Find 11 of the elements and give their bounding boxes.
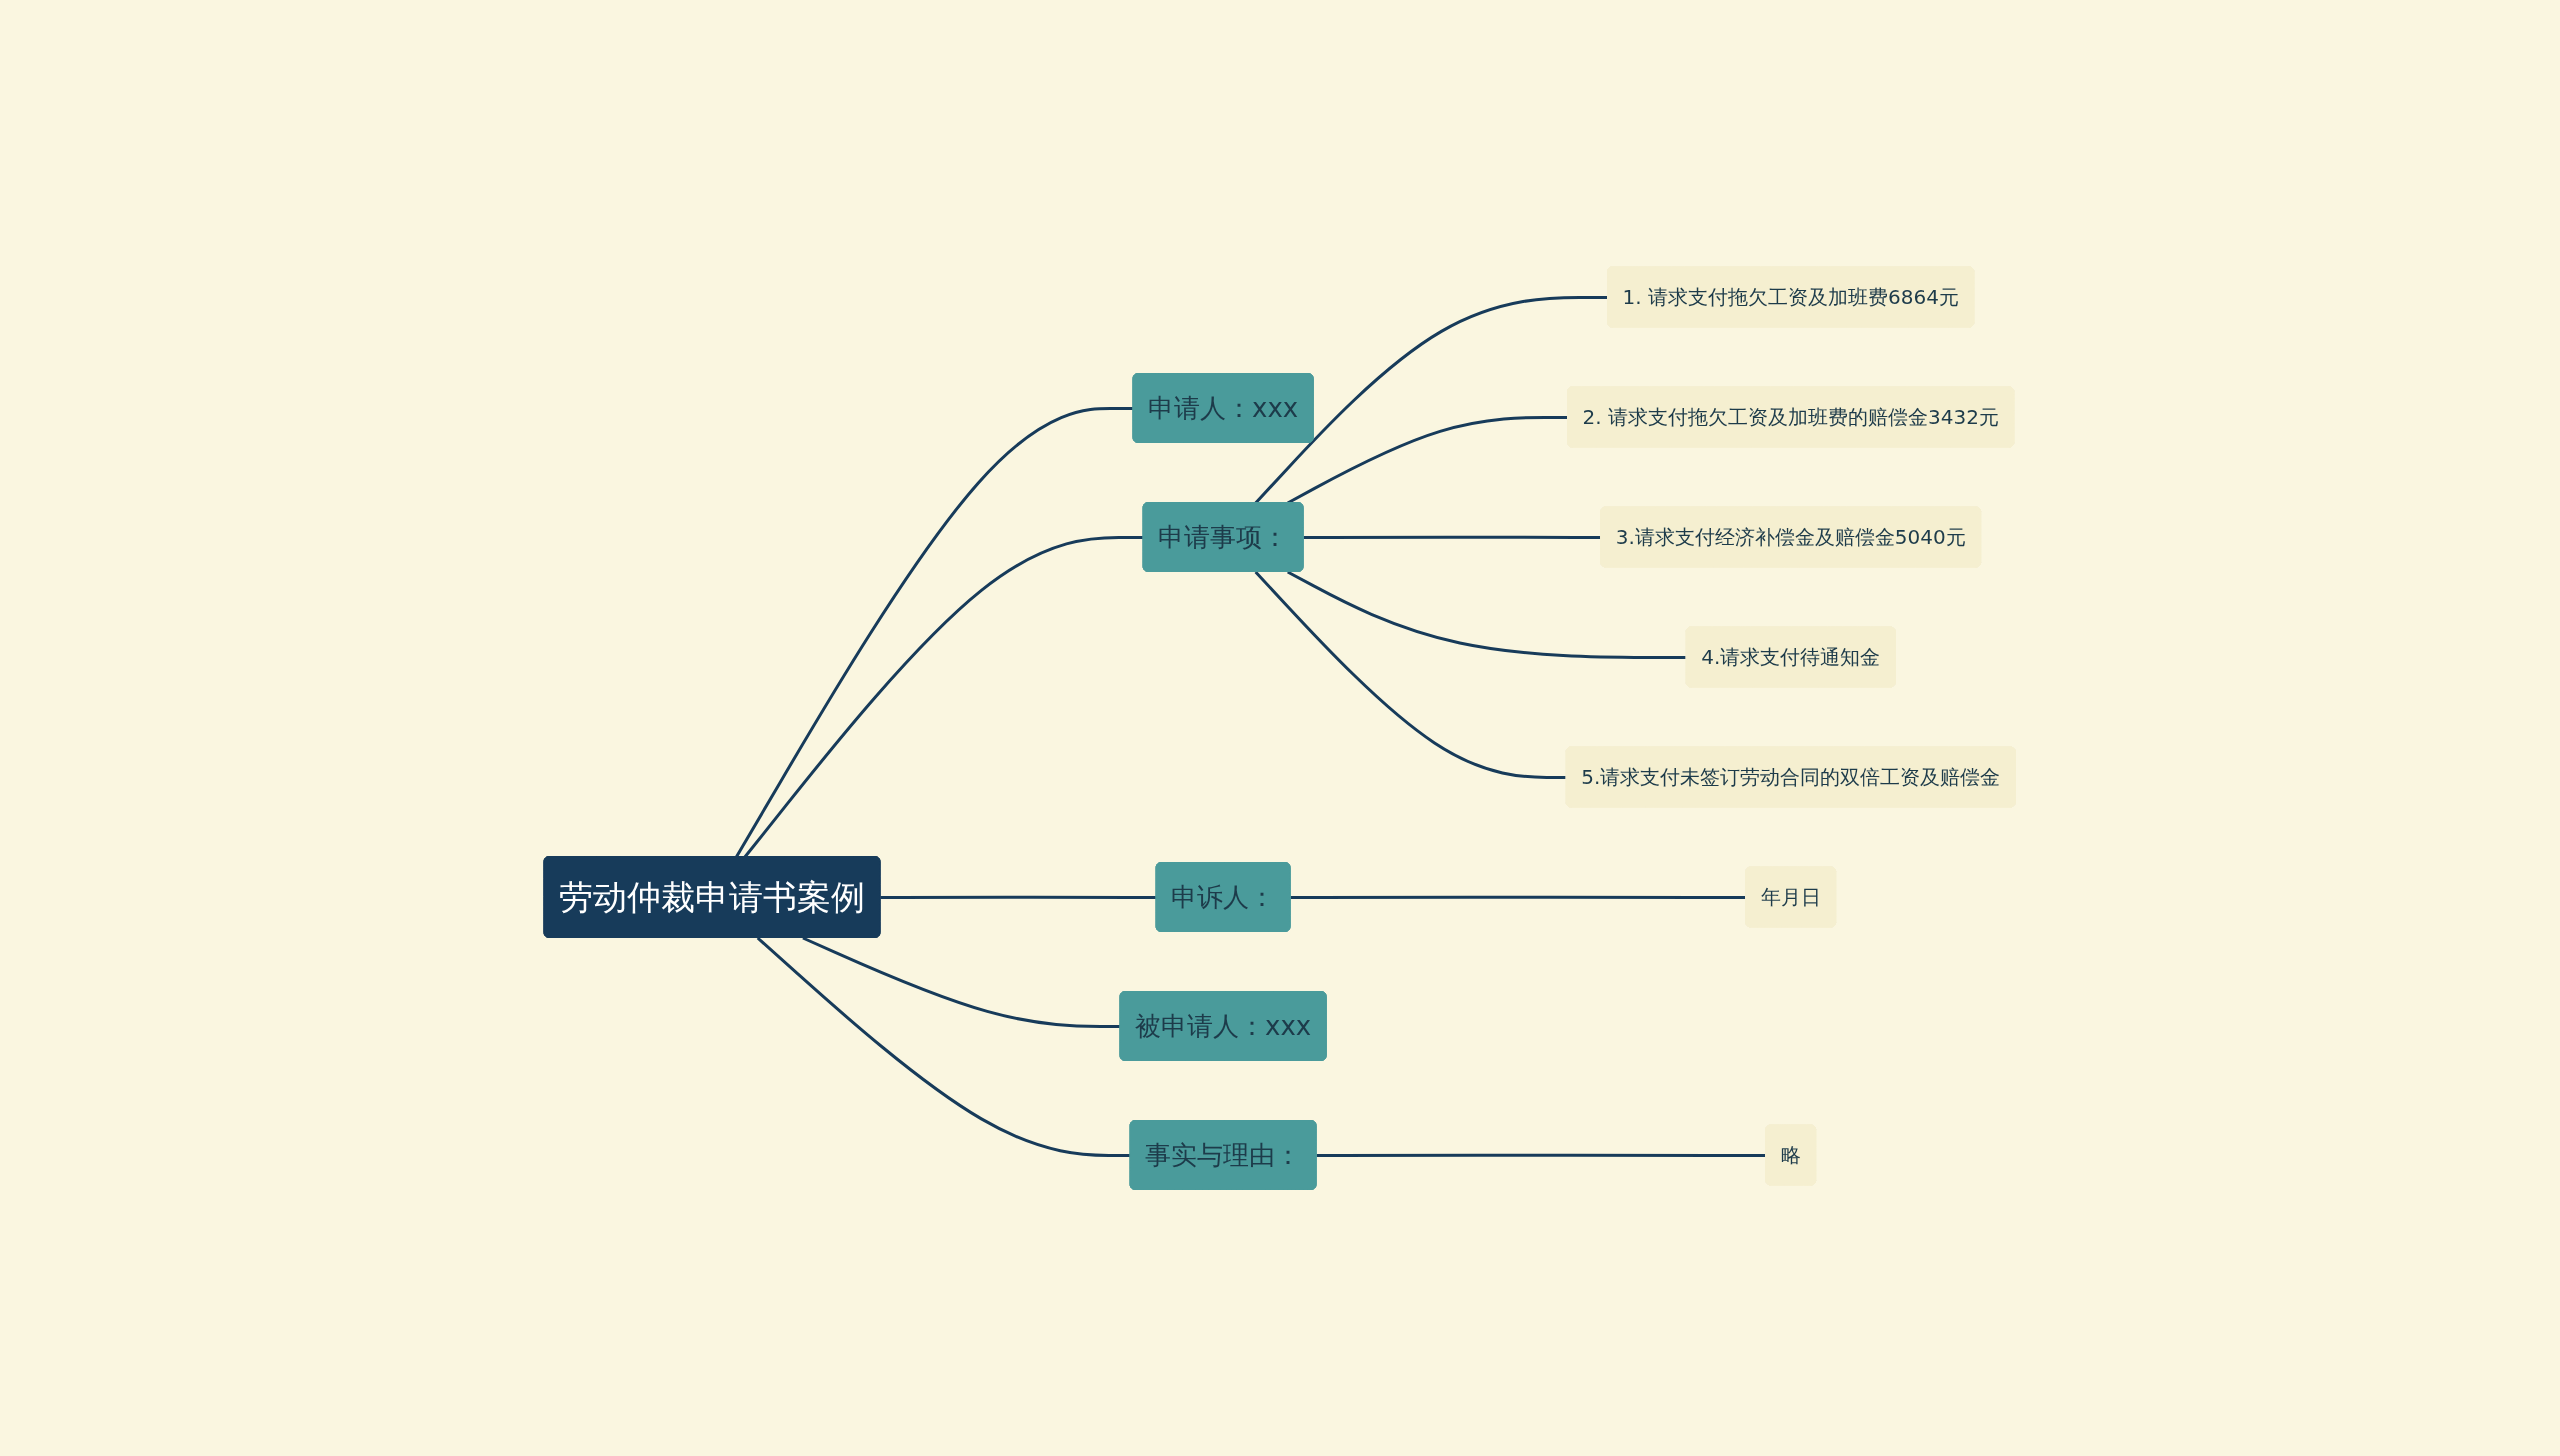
connector xyxy=(735,406,1134,858)
connector xyxy=(1290,895,1747,899)
connector xyxy=(1303,535,1602,539)
connector xyxy=(744,535,1144,858)
connector xyxy=(757,936,1131,1157)
connector xyxy=(880,895,1157,899)
connector xyxy=(1254,570,1568,779)
connector xyxy=(1316,1153,1767,1157)
connector xyxy=(802,936,1121,1028)
connector xyxy=(1287,570,1688,659)
connector xyxy=(1254,295,1609,504)
